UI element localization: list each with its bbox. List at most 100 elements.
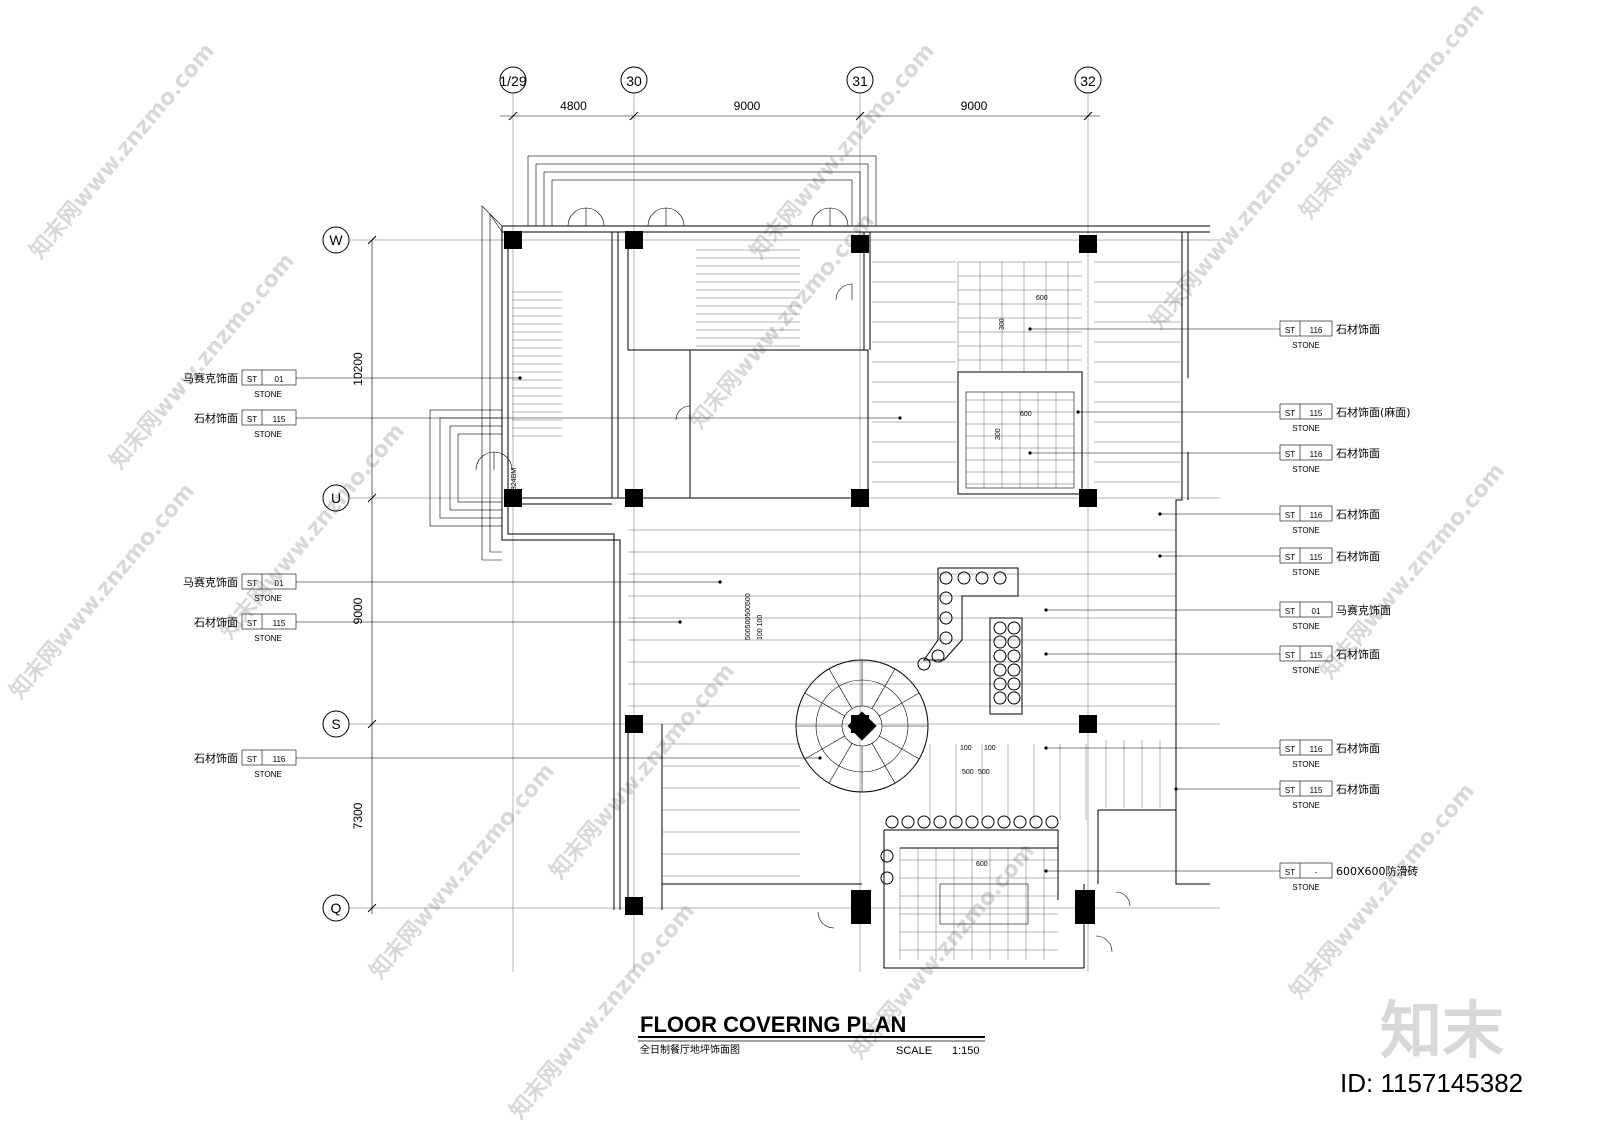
leader-dot xyxy=(1076,410,1080,414)
material-name: 600X600防滑砖 xyxy=(1336,864,1419,878)
material-name: 马赛克饰面 xyxy=(1336,603,1391,617)
doors xyxy=(475,207,1131,953)
stool xyxy=(1045,815,1059,829)
material-name: 马赛克饰面 xyxy=(183,371,238,385)
row-dimension: 7300 xyxy=(351,802,365,829)
door-swing xyxy=(829,207,849,227)
material-code: ST xyxy=(1285,450,1295,459)
material-code: ST xyxy=(247,619,257,628)
leader-dot xyxy=(1044,869,1048,873)
tile-300-label: 300 xyxy=(999,318,1006,330)
buffet-spoke xyxy=(879,735,920,760)
stool xyxy=(931,649,945,663)
material-code: ST xyxy=(247,375,257,384)
material-tag-box xyxy=(1279,780,1333,797)
column xyxy=(625,715,643,733)
dim-500-b: 500 xyxy=(978,769,990,776)
material-code: ST xyxy=(1285,511,1295,520)
material-code: ST xyxy=(1285,868,1295,877)
stool xyxy=(993,677,1007,691)
leader-dot xyxy=(1028,451,1032,455)
dim-100-a: 100 xyxy=(960,745,972,752)
door-swing xyxy=(811,207,831,227)
plan-subtitle: 全日制餐厅地坪饰面图 xyxy=(640,1043,740,1056)
dim-side-2: 100 100 xyxy=(757,615,764,640)
plan-annotations: 600 300 600 300 1824BM 500 500 100 100 6… xyxy=(511,295,1048,868)
stool xyxy=(917,657,931,671)
stool xyxy=(1007,677,1021,691)
material-tag-box xyxy=(1279,739,1333,756)
material-tag-box xyxy=(1279,862,1333,879)
stool xyxy=(993,621,1007,635)
material-category: STONE xyxy=(1292,666,1319,675)
stool xyxy=(901,815,915,829)
material-tag-box xyxy=(1279,505,1333,522)
column-dimension: 4800 xyxy=(560,99,587,113)
material-number: 116 xyxy=(1310,450,1323,459)
leader-dot xyxy=(1044,608,1048,612)
scale-value: 1:150 xyxy=(952,1045,980,1057)
stone-floor-pattern xyxy=(628,261,1180,960)
stool xyxy=(933,815,947,829)
stool xyxy=(993,571,1007,585)
material-number: 115 xyxy=(273,619,286,628)
dim-100-b: 100 xyxy=(984,745,996,752)
column xyxy=(625,489,643,507)
material-category: STONE xyxy=(254,430,281,439)
stool xyxy=(975,571,989,585)
material-number: 115 xyxy=(1310,651,1323,660)
stool xyxy=(997,815,1011,829)
stool xyxy=(957,571,971,585)
material-tag-box xyxy=(241,369,297,386)
leader-dot xyxy=(1044,652,1048,656)
stool xyxy=(965,815,979,829)
brand-logo-text: 知末 xyxy=(1380,994,1504,1067)
stool xyxy=(885,815,899,829)
column xyxy=(1079,715,1097,733)
material-number: 116 xyxy=(1310,326,1323,335)
grid-column-label: 32 xyxy=(1080,73,1096,89)
material-number: - xyxy=(1315,868,1318,877)
material-category: STONE xyxy=(254,594,281,603)
material-code: ST xyxy=(247,755,257,764)
watermark-text: 知末网www.znzmo.com xyxy=(5,478,200,704)
grid-row-label: Q xyxy=(331,900,342,916)
stool xyxy=(880,849,894,863)
buffet-spoke xyxy=(828,668,853,709)
material-category: STONE xyxy=(1292,801,1319,810)
material-category: STONE xyxy=(1292,424,1319,433)
material-code: ST xyxy=(1285,553,1295,562)
material-name: 石材饰面 xyxy=(1336,446,1380,460)
door-swing xyxy=(817,911,835,929)
material-number: 115 xyxy=(273,415,286,424)
circular-buffet-feature xyxy=(795,659,929,793)
tile-300-label-b: 300 xyxy=(995,428,1002,440)
grid-row-label: S xyxy=(331,716,340,732)
material-category: STONE xyxy=(254,390,281,399)
leader-dot xyxy=(718,580,722,584)
material-category: STONE xyxy=(1292,622,1319,631)
material-number: 01 xyxy=(1312,607,1321,616)
leader-dot xyxy=(1174,787,1178,791)
material-name: 石材饰面 xyxy=(1336,741,1380,755)
watermark-text: 知末网www.znzmo.com xyxy=(545,658,740,884)
door-swing xyxy=(475,451,495,471)
watermark-text: 知末网www.znzmo.com xyxy=(105,248,300,474)
material-code: ST xyxy=(247,415,257,424)
material-code: ST xyxy=(1285,651,1295,660)
material-code: ST xyxy=(247,579,257,588)
door-swing xyxy=(647,207,667,227)
leader-dot xyxy=(1044,746,1048,750)
material-number: 115 xyxy=(1310,553,1323,562)
stool xyxy=(880,871,894,885)
bar-stools xyxy=(880,571,1059,885)
material-name: 石材饰面 xyxy=(194,615,238,629)
material-number: 01 xyxy=(275,375,284,384)
stool xyxy=(917,815,931,829)
image-id: ID: 1157145382 xyxy=(1340,1068,1523,1098)
material-name: 石材饰面 xyxy=(1336,322,1380,336)
material-number: 116 xyxy=(1310,511,1323,520)
watermark-text: 知末网www.znzmo.com xyxy=(25,38,220,264)
grid-column-label: 30 xyxy=(626,73,642,89)
center-column xyxy=(847,711,877,741)
